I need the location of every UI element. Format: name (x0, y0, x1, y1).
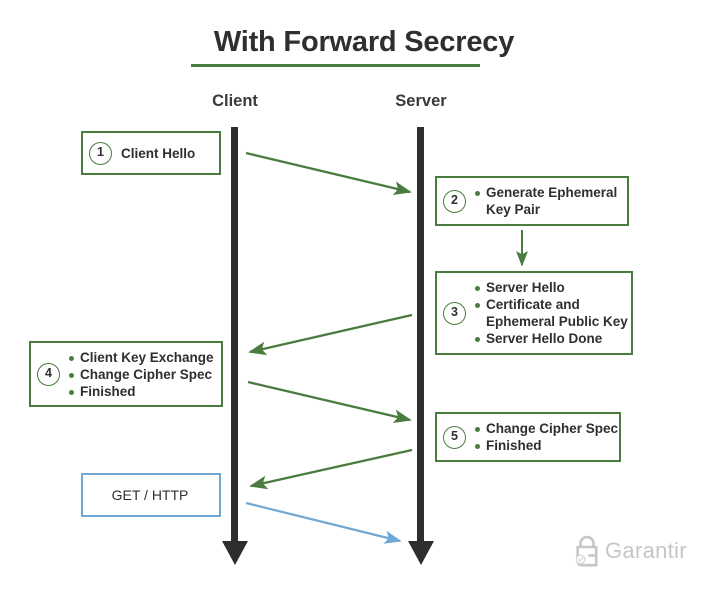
column-header-server: Server (395, 92, 447, 110)
step-lines-3: Server Hello Certificate and Ephemeral P… (475, 279, 628, 347)
step-lines-4: Client Key Exchange Change Cipher Spec F… (69, 349, 214, 400)
page-title: With Forward Secrecy (213, 26, 515, 58)
step-lines-get-http: GET / HTTP (89, 487, 211, 504)
step-line: Finished (69, 383, 213, 400)
step-badge-3: 3 (443, 301, 466, 325)
step-lines-2: Generate Ephemeral Key Pair (475, 184, 619, 218)
step-line: Server Hello Done (475, 330, 623, 347)
lifeline-arrowhead-client (221, 541, 248, 565)
step-badge-5: 5 (443, 425, 466, 449)
arrow-server-hello (248, 313, 413, 356)
step-lines-5: Change Cipher Spec Finished (475, 420, 618, 454)
arrow-client-hello (245, 151, 412, 195)
step-line: Generate Ephemeral (475, 184, 619, 201)
step-box-2[interactable]: 2 Generate Ephemeral Key Pair (435, 176, 629, 226)
step-line: Client Hello (121, 145, 196, 161)
step-box-1[interactable]: 1 Client Hello (81, 131, 221, 175)
step-line: Change Cipher Spec (69, 366, 213, 383)
step-box-4[interactable]: 4 Client Key Exchange Change Cipher Spec… (29, 341, 223, 407)
step-badge-4: 4 (37, 362, 60, 386)
brand-logo-text: Garantir (605, 538, 687, 563)
step-line: Server Hello (475, 279, 623, 296)
arrow-client-key-exchange (247, 380, 412, 424)
step-box-get-http[interactable]: GET / HTTP (81, 473, 221, 517)
lifeline-client (231, 127, 238, 548)
step-box-3[interactable]: 3 Server Hello Certificate and Ephemeral… (435, 271, 633, 355)
column-header-client: Client (212, 92, 258, 110)
step-line: Finished (475, 437, 611, 454)
brand-logo: Garantir (572, 534, 687, 568)
arrow-get-http (245, 501, 402, 544)
step-box-5[interactable]: 5 Change Cipher Spec Finished (435, 412, 621, 462)
step-badge-2: 2 (443, 189, 466, 213)
step-line: Certificate and (475, 296, 623, 313)
step-line: Change Cipher Spec (475, 420, 618, 437)
lifeline-arrowhead-server (407, 541, 434, 565)
step-line: Key Pair (486, 202, 541, 217)
padlock-g-icon (575, 535, 598, 567)
step-badge-1: 1 (89, 141, 112, 165)
title-underline (191, 64, 480, 67)
arrow-server-change-cipher-spec (249, 448, 413, 490)
step-line: Ephemeral Public Key (486, 314, 628, 329)
step-lines-1: Client Hello (121, 145, 211, 162)
step-line: GET / HTTP (111, 486, 189, 503)
step-line: Client Key Exchange (69, 349, 214, 366)
lifeline-server (417, 127, 424, 548)
